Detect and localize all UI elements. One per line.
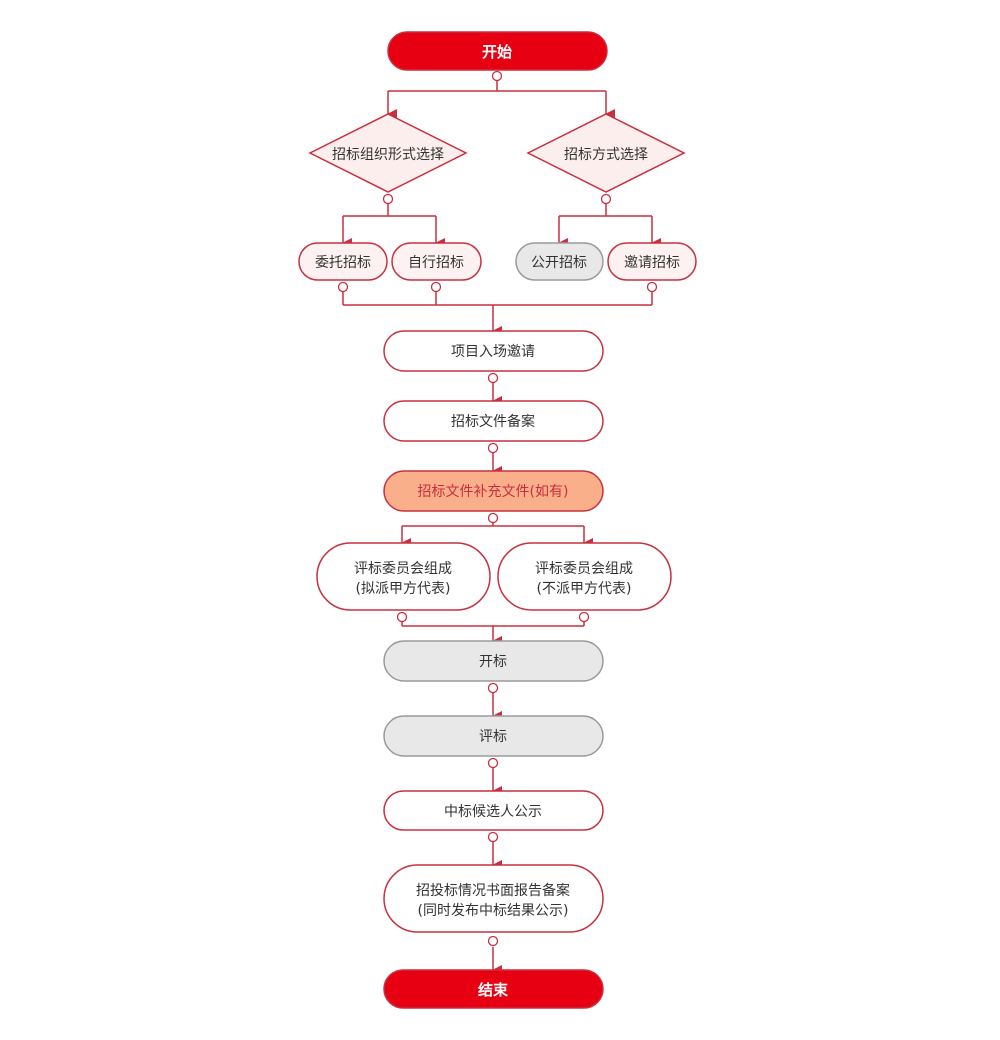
committee-with-rep-line1: 评标委员会组成 [354,561,452,577]
port-org-decision [382,193,394,205]
bid-opening-node-label: 开标 [479,654,507,670]
method-decision-label: 招标方式选择 [564,147,648,163]
doc-filing-node[interactable]: 招标文件备案 [383,400,604,442]
committee-without-rep-node[interactable]: 评标委员会组成 (不派甲方代表) [497,542,672,611]
org-form-decision-label: 招标组织形式选择 [332,147,444,163]
port-candidate-notice [487,831,499,843]
port-start [491,70,503,82]
connection-ports [337,70,658,947]
report-filing-line1: 招投标情况书面报告备案 [416,882,570,899]
self-run-node[interactable]: 自行招标 [391,242,482,281]
port-bid-evaluation [487,757,499,769]
candidate-notice-node[interactable]: 中标候选人公示 [383,790,604,831]
port-committee-a [396,611,408,623]
port-project-entry [487,372,499,384]
doc-supplement-node-label: 招标文件补充文件(如有) [418,484,569,500]
candidate-notice-node-label: 中标候选人公示 [444,804,542,820]
committee-without-rep-line1: 评标委员会组成 [535,561,633,577]
project-entry-node-label: 项目入场邀请 [451,344,535,360]
public-node[interactable]: 公开招标 [515,242,604,281]
committee-with-rep-line2: (拟派甲方代表) [356,581,451,597]
doc-supplement-node[interactable]: 招标文件补充文件(如有) [383,470,604,512]
port-self-run [430,281,442,293]
port-invited [646,281,658,293]
invited-node[interactable]: 邀请招标 [607,242,697,281]
port-bid-opening [487,682,499,694]
project-entry-node[interactable]: 项目入场邀请 [383,330,604,372]
entrusted-node[interactable]: 委托招标 [298,242,388,281]
committee-with-rep-node[interactable]: 评标委员会组成 (拟派甲方代表) [316,542,491,611]
report-filing-node[interactable]: 招投标情况书面报告备案 (同时发布中标结果公示) [383,864,604,933]
end-node[interactable]: 结束 [383,969,604,1009]
org-form-decision[interactable]: 招标组织形式选择 [308,113,468,193]
connectors [342,78,661,975]
committee-without-rep-line2: (不派甲方代表) [537,581,632,597]
port-report [487,935,499,947]
port-doc-supplement [487,512,499,524]
invited-node-label: 邀请招标 [624,255,680,271]
report-filing-line2: (同时发布中标结果公示) [418,903,569,919]
bid-opening-node[interactable]: 开标 [383,640,604,682]
port-doc-filing [487,442,499,454]
port-entrusted [337,281,349,293]
start-node-label: 开始 [482,43,512,61]
self-run-node-label: 自行招标 [408,255,464,271]
entrusted-node-label: 委托招标 [315,255,371,271]
method-decision[interactable]: 招标方式选择 [526,113,686,193]
end-node-label: 结束 [478,981,509,999]
start-node[interactable]: 开始 [387,31,608,71]
bid-evaluation-node-label: 评标 [479,729,507,745]
public-node-label: 公开招标 [531,255,587,271]
port-method-decision [600,193,612,205]
port-committee-b [578,611,590,623]
bid-evaluation-node[interactable]: 评标 [383,715,604,757]
doc-filing-node-label: 招标文件备案 [451,413,535,430]
